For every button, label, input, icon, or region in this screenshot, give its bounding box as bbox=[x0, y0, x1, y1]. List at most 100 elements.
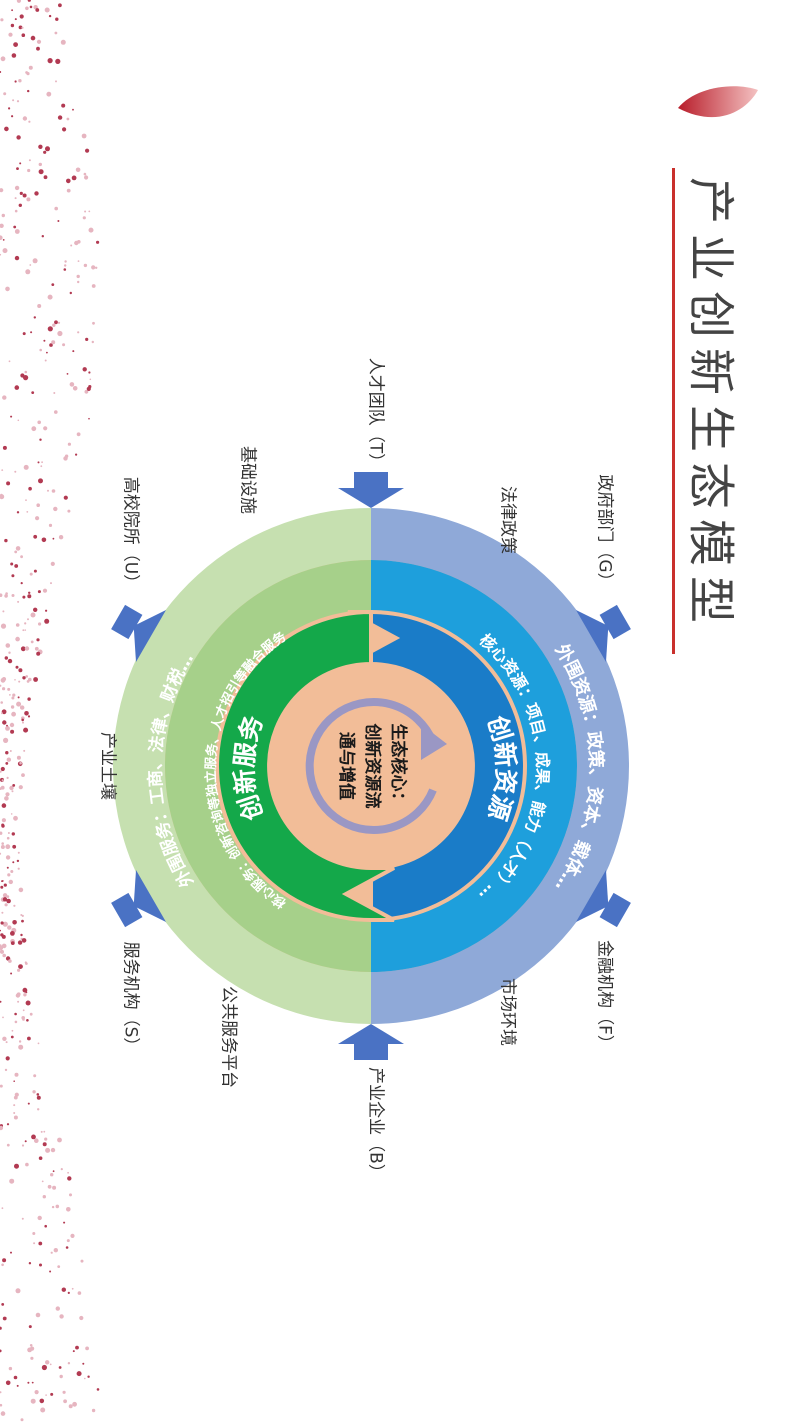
decorative-dot bbox=[4, 594, 8, 598]
decorative-dot bbox=[1, 823, 5, 827]
decorative-dot bbox=[84, 210, 87, 213]
decorative-dot bbox=[27, 697, 31, 701]
leaf-logo-icon bbox=[678, 86, 758, 118]
core-circle bbox=[271, 666, 471, 866]
decorative-dot bbox=[5, 1041, 8, 1044]
decorative-dot bbox=[21, 33, 26, 37]
decorative-dot bbox=[71, 1287, 74, 1290]
decorative-dot bbox=[69, 291, 73, 295]
title-underline bbox=[672, 168, 675, 654]
decorative-dot bbox=[36, 638, 40, 642]
decorative-dot bbox=[0, 1391, 2, 1394]
decorative-dot bbox=[18, 785, 23, 790]
decorative-dot bbox=[50, 1251, 53, 1254]
decorative-dot bbox=[0, 1411, 6, 1416]
decorative-dot bbox=[36, 1093, 40, 1096]
decorative-dot bbox=[0, 56, 6, 62]
decorative-dot bbox=[47, 326, 53, 332]
decorative-dot bbox=[42, 1195, 46, 1199]
env-industrial-soil: 产业土壤 bbox=[97, 732, 118, 800]
decorative-dot bbox=[25, 269, 31, 275]
decorative-dot bbox=[14, 255, 20, 261]
decorative-dot bbox=[31, 1134, 36, 1140]
env-legal-policy: 法律政策 bbox=[497, 486, 518, 554]
decorative-dot bbox=[57, 330, 63, 337]
decorative-dot bbox=[17, 851, 20, 854]
actor-finance: 金融机构（F） bbox=[594, 940, 615, 1052]
decorative-dot bbox=[38, 162, 42, 167]
decorative-dot bbox=[14, 1092, 19, 1097]
decorative-dot bbox=[89, 378, 92, 381]
decorative-dot bbox=[2, 953, 6, 958]
decorative-dot bbox=[25, 962, 28, 965]
decorative-dot bbox=[68, 1404, 73, 1409]
decorative-dot bbox=[31, 391, 35, 394]
decorative-dot bbox=[16, 100, 20, 103]
decorative-dot bbox=[22, 193, 27, 198]
decorative-dot bbox=[82, 1362, 85, 1365]
decorative-dot bbox=[37, 1042, 40, 1045]
decorative-dot bbox=[12, 920, 17, 925]
decorative-dot bbox=[67, 1171, 69, 1174]
decorative-dot bbox=[15, 993, 21, 998]
decorative-dot bbox=[1, 1303, 5, 1306]
government-arrow-icon bbox=[576, 610, 609, 662]
decorative-dot bbox=[30, 35, 36, 41]
decorative-dot bbox=[81, 133, 87, 139]
decorative-dot bbox=[67, 442, 71, 446]
decorative-dot bbox=[52, 323, 56, 327]
decorative-dot bbox=[47, 1184, 52, 1189]
decorative-dot bbox=[17, 600, 20, 603]
decorative-dot bbox=[91, 1408, 96, 1413]
decorative-dot bbox=[91, 265, 96, 270]
decorative-dot bbox=[11, 1029, 14, 1032]
decorative-dot bbox=[0, 235, 3, 240]
decorative-dot bbox=[0, 852, 2, 855]
decorative-dot bbox=[23, 749, 26, 752]
decorative-dot bbox=[35, 8, 40, 12]
decorative-dot bbox=[13, 1375, 18, 1380]
decorative-dot bbox=[79, 1315, 84, 1321]
decorative-dot bbox=[1, 842, 4, 845]
decorative-dot bbox=[9, 750, 12, 752]
decorative-dot bbox=[23, 993, 27, 997]
decorative-dot bbox=[57, 115, 63, 120]
decorative-dot bbox=[17, 696, 20, 699]
decorative-dot bbox=[7, 832, 10, 834]
decorative-dot bbox=[6, 481, 11, 486]
decorative-dot bbox=[34, 1138, 39, 1143]
decorative-dot bbox=[20, 646, 26, 652]
core-resource-ring bbox=[371, 560, 577, 972]
decorative-dot bbox=[67, 1291, 70, 1294]
decorative-dot bbox=[12, 844, 17, 849]
decorative-dot bbox=[0, 770, 2, 773]
decorative-dot bbox=[8, 32, 13, 37]
decorative-dot bbox=[13, 1080, 15, 1082]
decorative-dot bbox=[0, 885, 4, 889]
decorative-dot bbox=[37, 420, 41, 425]
decorative-dot bbox=[3, 92, 7, 96]
decorative-dot bbox=[10, 941, 15, 945]
decorative-dot bbox=[34, 191, 39, 196]
decorative-dot bbox=[46, 351, 48, 354]
decorative-dot bbox=[14, 564, 19, 568]
decorative-dot bbox=[0, 1349, 2, 1353]
decorative-dot bbox=[55, 58, 61, 64]
decorative-dot bbox=[60, 1168, 63, 1171]
decorative-dot bbox=[2, 893, 8, 898]
decorative-dot bbox=[2, 1258, 7, 1263]
decorative-dot bbox=[76, 274, 80, 279]
decorative-dot bbox=[52, 1170, 55, 1173]
decorative-dot bbox=[42, 588, 48, 593]
decorative-dot bbox=[29, 572, 33, 576]
decorative-dot bbox=[30, 612, 36, 618]
decorative-dot bbox=[9, 694, 11, 696]
decorative-dot bbox=[0, 1125, 4, 1131]
decorative-dot bbox=[0, 623, 7, 629]
env-infrastructure: 基础设施 bbox=[237, 446, 258, 514]
decorative-dot bbox=[14, 80, 17, 83]
decorative-dot bbox=[40, 1407, 46, 1413]
decorative-dot bbox=[28, 1262, 32, 1265]
decorative-dot bbox=[0, 766, 5, 772]
decorative-dot bbox=[17, 867, 20, 870]
